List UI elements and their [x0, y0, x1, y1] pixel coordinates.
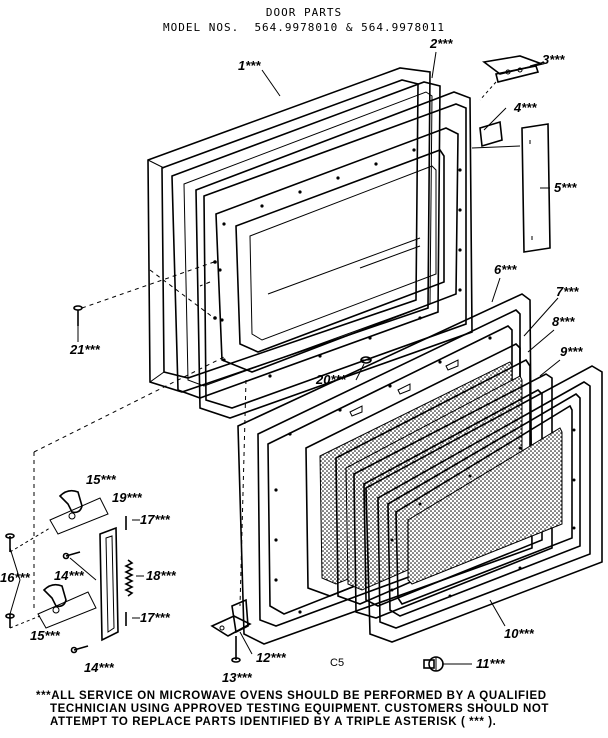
door-trim-part-10 — [365, 365, 603, 643]
callout-17-lower: 17*** — [140, 610, 171, 625]
leader-lines — [9, 51, 561, 665]
latch-bracket-part-12 — [210, 598, 252, 637]
callout-15-upper: 15*** — [86, 472, 117, 487]
outer-frame-part-1 — [147, 67, 431, 393]
callout-15-lower: 15*** — [30, 628, 61, 643]
diagram-title: DOOR PARTS — [265, 6, 343, 19]
callout-1: 1*** — [238, 58, 261, 73]
screw-part-20 — [360, 356, 372, 364]
callout-9: 9*** — [560, 344, 583, 359]
callout-5: 5*** — [554, 180, 577, 195]
model-numbers: MODEL NOS. 564.9978010 & 564.9978011 — [162, 21, 446, 34]
warning-line-1: ***ALL SERVICE ON MICROWAVE OVENS SHOULD… — [36, 690, 547, 702]
bracket-part-4 — [471, 120, 521, 149]
drawing-code: C5 — [330, 657, 344, 669]
latch-spring-part-18 — [124, 559, 134, 597]
callout-2: 2*** — [429, 36, 453, 51]
callout-14-upper: 14*** — [54, 568, 85, 583]
callout-21: 21*** — [69, 342, 101, 357]
window-frame-part-9 — [353, 373, 553, 619]
screw-part-13 — [231, 636, 241, 663]
latch-lever-part-15-lower — [37, 583, 97, 629]
callout-10: 10*** — [504, 626, 535, 641]
strip-part-5 — [521, 123, 551, 253]
callout-4: 4*** — [513, 100, 537, 115]
callout-16: 16*** — [0, 570, 31, 585]
callout-3: 3*** — [542, 52, 565, 67]
callout-13: 13*** — [222, 670, 253, 685]
latch-plate-part-19 — [99, 526, 119, 642]
warning-line-3: ATTEMPT TO REPLACE PARTS IDENTIFIED BY A… — [50, 716, 497, 728]
callout-14-lower: 14*** — [84, 660, 115, 675]
callout-6: 6*** — [494, 262, 517, 277]
callout-12: 12*** — [256, 650, 287, 665]
screw-part-21 — [73, 305, 83, 326]
callout-20: 20*** — [315, 372, 347, 387]
callout-18: 18*** — [146, 568, 177, 583]
latch-lever-part-15-upper — [49, 489, 109, 535]
knob-part-11 — [423, 656, 444, 672]
screws-part-14 — [62, 551, 89, 654]
callout-19: 19*** — [112, 490, 143, 505]
hinge-bracket-part-3 — [479, 55, 545, 101]
service-warning: ***ALL SERVICE ON MICROWAVE OVENS SHOULD… — [36, 690, 596, 729]
warning-line-2: TECHNICIAN USING APPROVED TESTING EQUIPM… — [50, 703, 550, 715]
callout-7: 7*** — [556, 284, 579, 299]
callout-11: 11*** — [476, 656, 506, 671]
callout-17-upper: 17*** — [140, 512, 171, 527]
callout-8: 8*** — [552, 314, 575, 329]
